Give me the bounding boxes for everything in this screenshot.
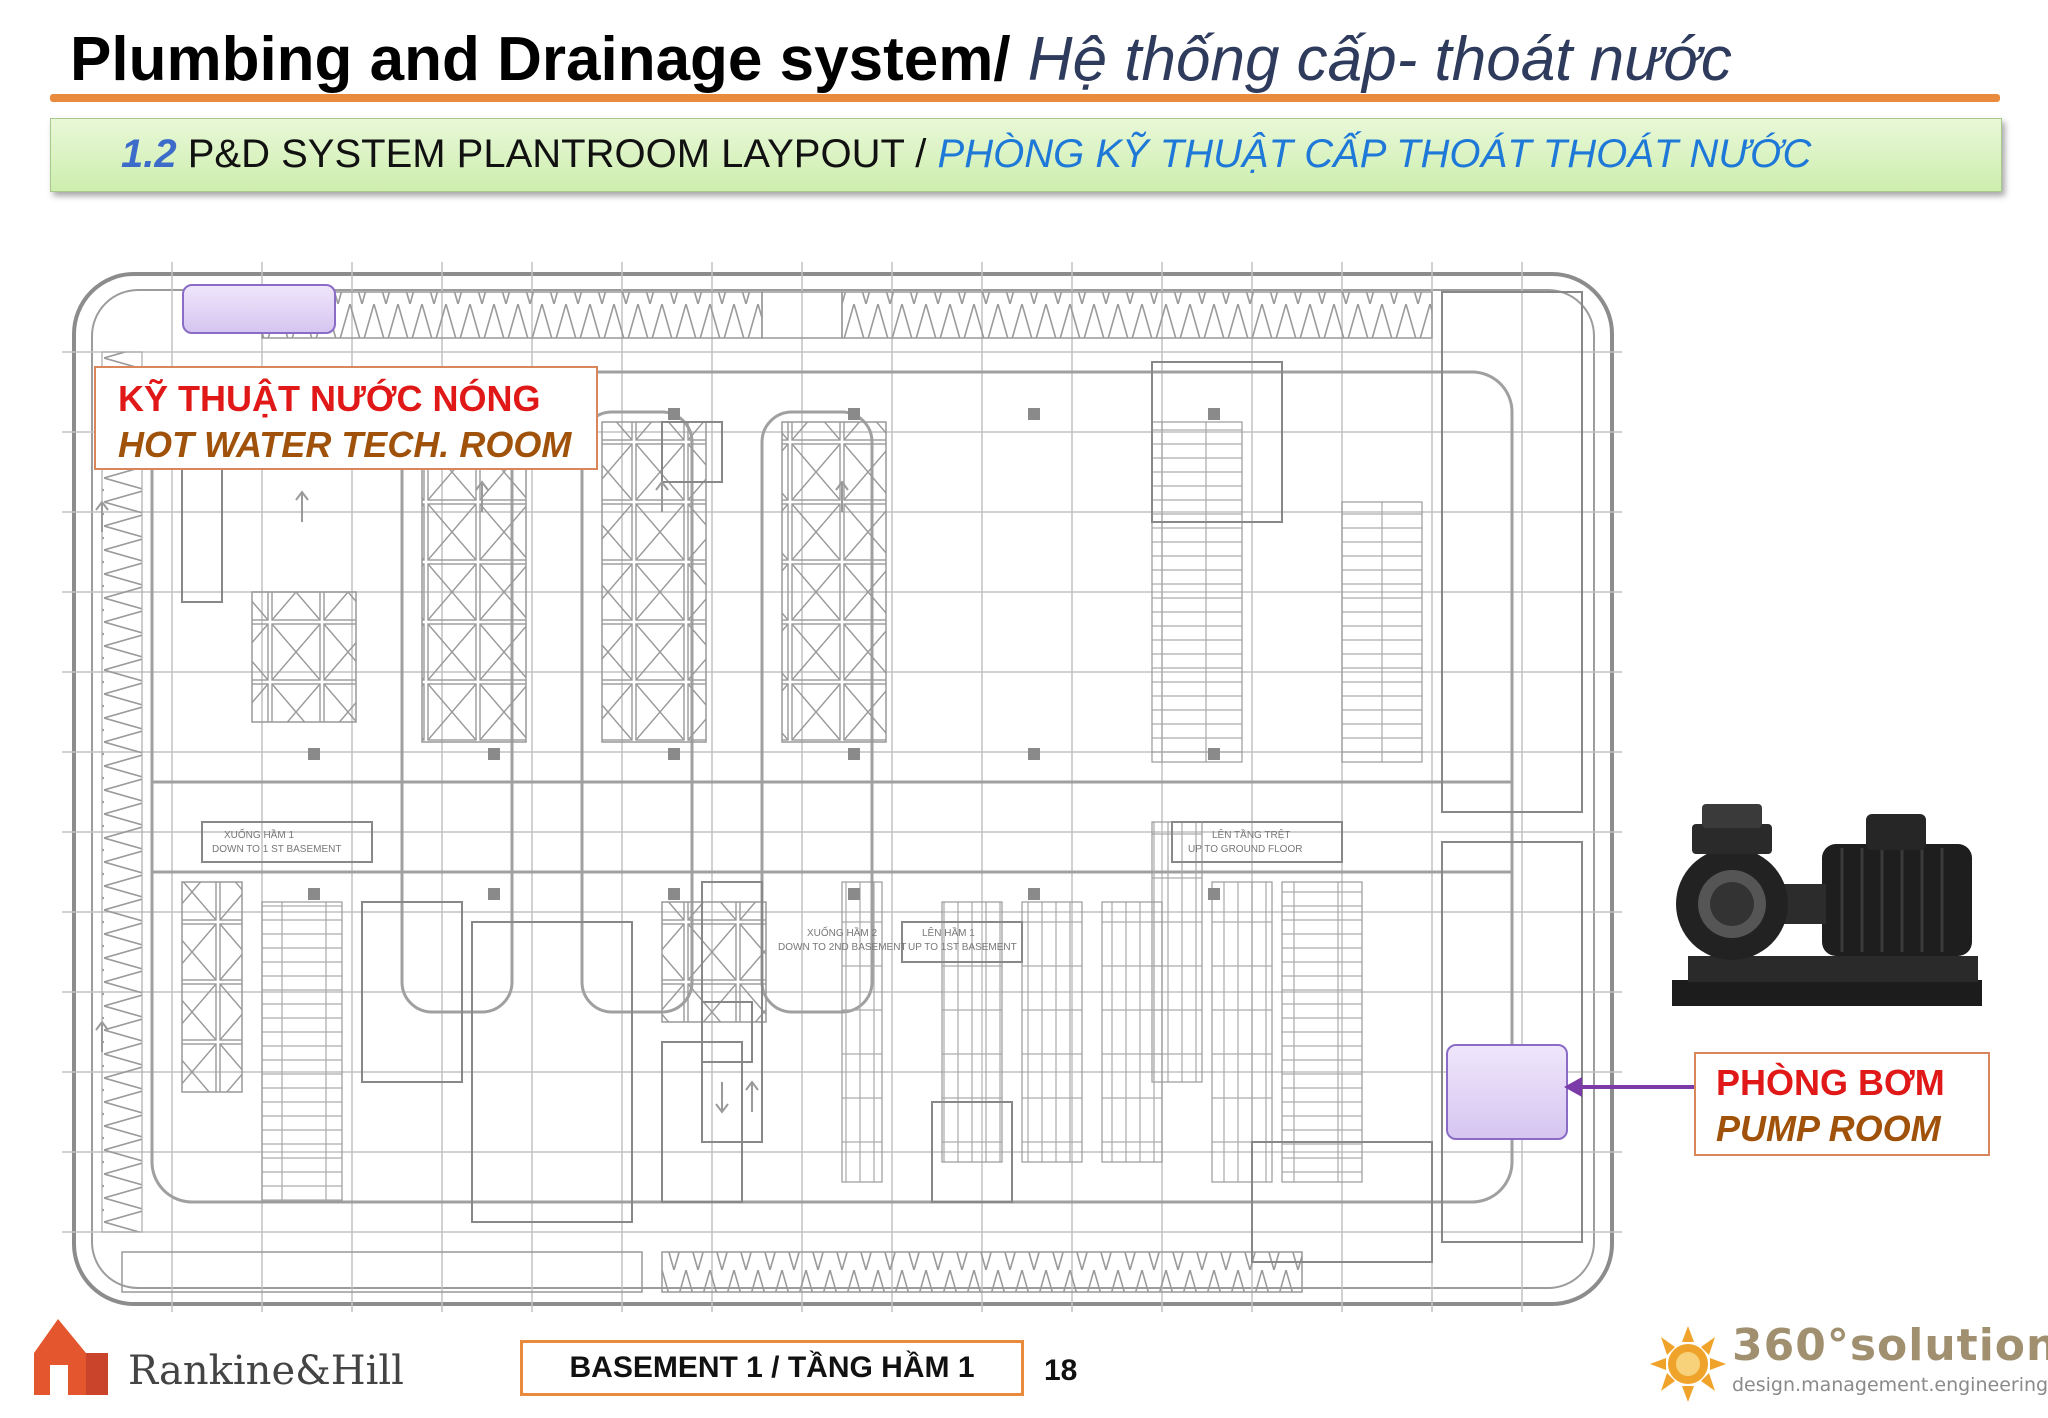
page-title-vi: Hệ thống cấp- thoát nước	[1010, 25, 1732, 94]
pump-image	[1672, 804, 1982, 1006]
ramp-up-label-en: UP TO GROUND FLOOR	[1188, 844, 1302, 855]
ramp-mid-right-label-vi: LÊN HẦM 1	[922, 926, 975, 939]
section-number: 1.2	[121, 132, 177, 176]
page-title: Plumbing and Drainage system/ Hệ thống c…	[70, 18, 1732, 102]
pump-room-pointer-arrow	[1564, 1077, 1696, 1097]
ramp-down-label-en: DOWN TO 1 ST BASEMENT	[212, 844, 341, 855]
ramp-down-label-vi: XUỐNG HẦM 1	[224, 827, 294, 841]
ramp-mid-right-label-en: UP TO 1ST BASEMENT	[908, 942, 1017, 953]
hot-water-room-marker	[182, 284, 336, 334]
pump-room-label: PHÒNG BƠM PUMP ROOM	[1694, 1052, 1990, 1156]
ramp-mid-left-label-vi: XUỐNG HẦM 2	[807, 925, 877, 939]
section-header-text: 1.2 P&D SYSTEM PLANTROOM LAYPOUT / PHÒNG…	[121, 129, 1811, 179]
page-number: 18	[1044, 1354, 1078, 1387]
title-underline	[50, 94, 2000, 102]
floor-label: BASEMENT 1 / TẦNG HẦM 1	[520, 1340, 1024, 1396]
hot-water-room-label-vi: KỸ THUẬT NƯỚC NÓNG	[118, 378, 541, 419]
section-title-en: P&D SYSTEM PLANTROOM LAYPOUT /	[187, 132, 938, 176]
rankine-hill-wordmark: Rankine&Hill	[128, 1348, 404, 1394]
section-title-vi: PHÒNG KỸ THUẬT CẤP THOÁT THOÁT NƯỚC	[937, 132, 1812, 176]
pump-room-label-en: PUMP ROOM	[1716, 1108, 1941, 1149]
360-solution-tagline: design.management.engineering	[1732, 1374, 2048, 1396]
rankine-hill-logo	[34, 1319, 108, 1395]
basement-floor-plan: XUỐNG HẦM 1 DOWN TO 1 ST BASEMENT LÊN TẦ…	[62, 262, 1622, 1312]
pump-room-marker	[1446, 1044, 1568, 1140]
ramp-mid-left-label-en: DOWN TO 2ND BASEMENT	[778, 942, 907, 953]
section-header-bar: 1.2 P&D SYSTEM PLANTROOM LAYPOUT / PHÒNG…	[50, 118, 2002, 192]
360-solution-logo	[1650, 1326, 1726, 1402]
360-solution-wordmark: 360°solution	[1732, 1320, 2048, 1371]
hot-water-room-label-en: HOT WATER TECH. ROOM	[118, 424, 572, 465]
pump-room-label-vi: PHÒNG BƠM	[1716, 1062, 1945, 1103]
ramp-up-label-vi: LÊN TẦNG TRỆT	[1212, 828, 1291, 841]
page-title-en: Plumbing and Drainage system/	[70, 25, 1011, 94]
hot-water-room-label: KỸ THUẬT NƯỚC NÓNG HOT WATER TECH. ROOM	[94, 366, 598, 470]
